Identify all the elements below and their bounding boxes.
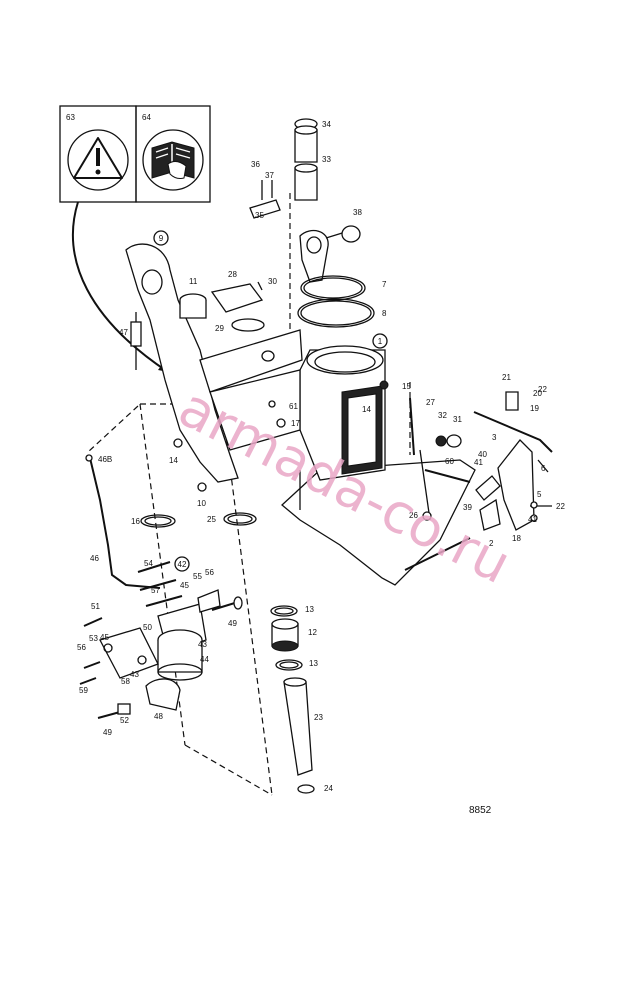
callout-37: 37 [265, 171, 274, 180]
callout-27: 27 [426, 398, 435, 407]
control-cable [89, 312, 161, 589]
callout-28: 28 [228, 270, 237, 279]
callout-57: 57 [151, 586, 160, 595]
callout-40: 40 [478, 450, 487, 459]
manual-book-icon [142, 129, 204, 191]
callout-30: 30 [268, 277, 277, 286]
callout-14: 14 [169, 456, 178, 465]
callout-2: 2 [489, 539, 494, 548]
callout-3: 3 [492, 433, 497, 442]
callout-55: 55 [193, 572, 202, 581]
callout-56: 56 [205, 568, 214, 577]
callout-22: 22 [538, 385, 547, 394]
callout-circle [153, 230, 169, 246]
vertical-shaft-stack [270, 605, 315, 794]
callout-33: 33 [322, 155, 331, 164]
upper-small-parts [179, 180, 281, 332]
seal-rings [140, 512, 257, 528]
callout-19: 19 [530, 404, 539, 413]
callout-53: 53 [89, 634, 98, 643]
callout-60: 60 [445, 457, 454, 466]
callout-46: 46 [90, 554, 99, 563]
callout-43: 43 [198, 640, 207, 649]
figure-code: 8852 [469, 805, 492, 816]
callout-labels: 1 2 3 5 6 7 8 9 10 11 12 13 13 14 14 15 … [77, 120, 565, 793]
callout-10: 10 [197, 499, 206, 508]
callout-18: 18 [512, 534, 521, 543]
callout-5: 5 [537, 490, 542, 499]
pivot-arm [297, 225, 375, 328]
callout-45: 45 [180, 581, 189, 590]
callout-16: 16 [131, 517, 140, 526]
warning-box-63: 63 [59, 105, 137, 203]
callout-56: 56 [77, 643, 86, 652]
callout-11: 11 [189, 277, 198, 286]
callout-25: 25 [207, 515, 216, 524]
callout-23: 23 [314, 713, 323, 722]
callout-35: 35 [255, 211, 264, 220]
callout-59: 59 [79, 686, 88, 695]
callout-49: 49 [103, 728, 112, 737]
callout-32: 32 [438, 411, 447, 420]
callout-36: 36 [251, 160, 260, 169]
fasteners [85, 380, 538, 522]
callout-circle [174, 556, 190, 572]
callout-47: 47 [119, 328, 128, 337]
warning-triangle-icon [67, 129, 129, 191]
callout-44: 44 [200, 655, 209, 664]
callout-45: 45 [100, 633, 109, 642]
callout-26: 26 [409, 511, 418, 520]
callout-58: 58 [121, 677, 130, 686]
warning-box-number: 64 [142, 113, 151, 122]
callout-9: 9 [159, 234, 164, 243]
leader-line [71, 201, 169, 373]
callout-circle [372, 333, 388, 349]
callout-39: 39 [463, 503, 472, 512]
callout-24: 24 [324, 784, 333, 793]
callout-22: 22 [556, 502, 565, 511]
callout-38: 38 [353, 208, 362, 217]
callout-15: 15 [402, 382, 411, 391]
callout-51: 51 [91, 602, 100, 611]
upper-tube [294, 118, 318, 201]
callout-54: 54 [144, 559, 153, 568]
callout-50: 50 [143, 623, 152, 632]
callout-13: 13 [305, 605, 314, 614]
warning-box-64: 64 [135, 105, 211, 203]
callout-17: 17 [291, 419, 300, 428]
callout-14: 14 [362, 405, 371, 414]
callout-21: 21 [502, 373, 511, 382]
callout-29: 29 [215, 324, 224, 333]
callout-43: 43 [130, 670, 139, 679]
right-side-assembly [404, 391, 553, 571]
callout-41: 41 [474, 458, 483, 467]
callout-52: 52 [120, 716, 129, 725]
trim-linkage [79, 561, 243, 719]
callout-46B: 46B [98, 455, 112, 464]
callout-20: 20 [533, 389, 542, 398]
steering-housing [281, 345, 476, 586]
swing-bracket [125, 243, 303, 483]
callout-41: 41 [528, 515, 537, 524]
callout-34: 34 [322, 120, 331, 129]
callout-48: 48 [154, 712, 163, 721]
callout-7: 7 [382, 280, 387, 289]
callout-12: 12 [308, 628, 317, 637]
callout-61: 61 [289, 402, 298, 411]
warning-box-number: 63 [66, 113, 75, 122]
callout-6: 6 [541, 464, 546, 473]
callout-8: 8 [382, 309, 387, 318]
callout-13: 13 [309, 659, 318, 668]
callout-49: 49 [228, 619, 237, 628]
callout-42: 42 [178, 560, 187, 569]
callout-1: 1 [378, 337, 383, 346]
callout-31: 31 [453, 415, 462, 424]
